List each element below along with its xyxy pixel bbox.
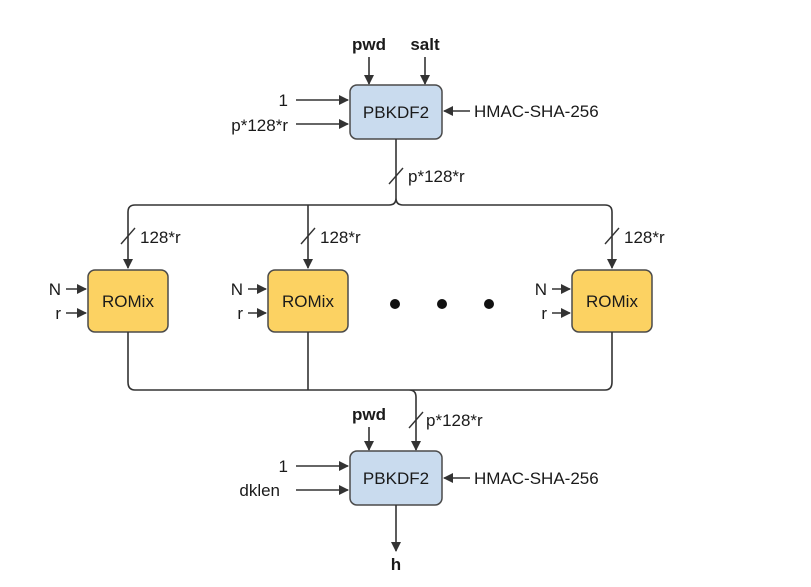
romix1-r-label: r — [55, 304, 61, 323]
top-len-label: p*128*r — [231, 116, 288, 135]
ellipsis-dot-1 — [390, 299, 400, 309]
bottom-hmac-label: HMAC-SHA-256 — [474, 469, 599, 488]
romix2-r-label: r — [237, 304, 243, 323]
romix1-width-slash — [120, 227, 136, 245]
romix1-label: ROMix — [102, 292, 154, 311]
ellipsis-dot-2 — [437, 299, 447, 309]
bottom-dklen-label: dklen — [239, 481, 280, 500]
merge-bus — [127, 332, 613, 398]
romix3-width-slash — [604, 227, 620, 245]
romix1-n-label: N — [49, 280, 61, 299]
romix2-width-label: 128*r — [320, 228, 361, 247]
output-h-label: h — [391, 555, 401, 574]
romix2-width-slash — [300, 227, 316, 245]
bottom-input-width-slash — [408, 411, 424, 429]
ellipsis-dot-3 — [484, 299, 494, 309]
top-hmac-label: HMAC-SHA-256 — [474, 102, 599, 121]
romix3-n-label: N — [535, 280, 547, 299]
top-output-width-label: p*128*r — [408, 167, 465, 186]
top-salt-label: salt — [410, 35, 440, 54]
bottom-pwd-label: pwd — [352, 405, 386, 424]
top-pwd-label: pwd — [352, 35, 386, 54]
split-bus — [127, 197, 613, 213]
romix2-label: ROMix — [282, 292, 334, 311]
romix3-r-label: r — [541, 304, 547, 323]
bottom-pbkdf2-label: PBKDF2 — [363, 469, 429, 488]
romix1-width-label: 128*r — [140, 228, 181, 247]
romix3-width-label: 128*r — [624, 228, 665, 247]
bottom-one-label: 1 — [279, 457, 288, 476]
top-pbkdf2-label: PBKDF2 — [363, 103, 429, 122]
romix2-n-label: N — [231, 280, 243, 299]
bottom-input-width-label: p*128*r — [426, 411, 483, 430]
romix3-label: ROMix — [586, 292, 638, 311]
top-output-width-slash — [388, 167, 404, 185]
top-one-label: 1 — [279, 91, 288, 110]
